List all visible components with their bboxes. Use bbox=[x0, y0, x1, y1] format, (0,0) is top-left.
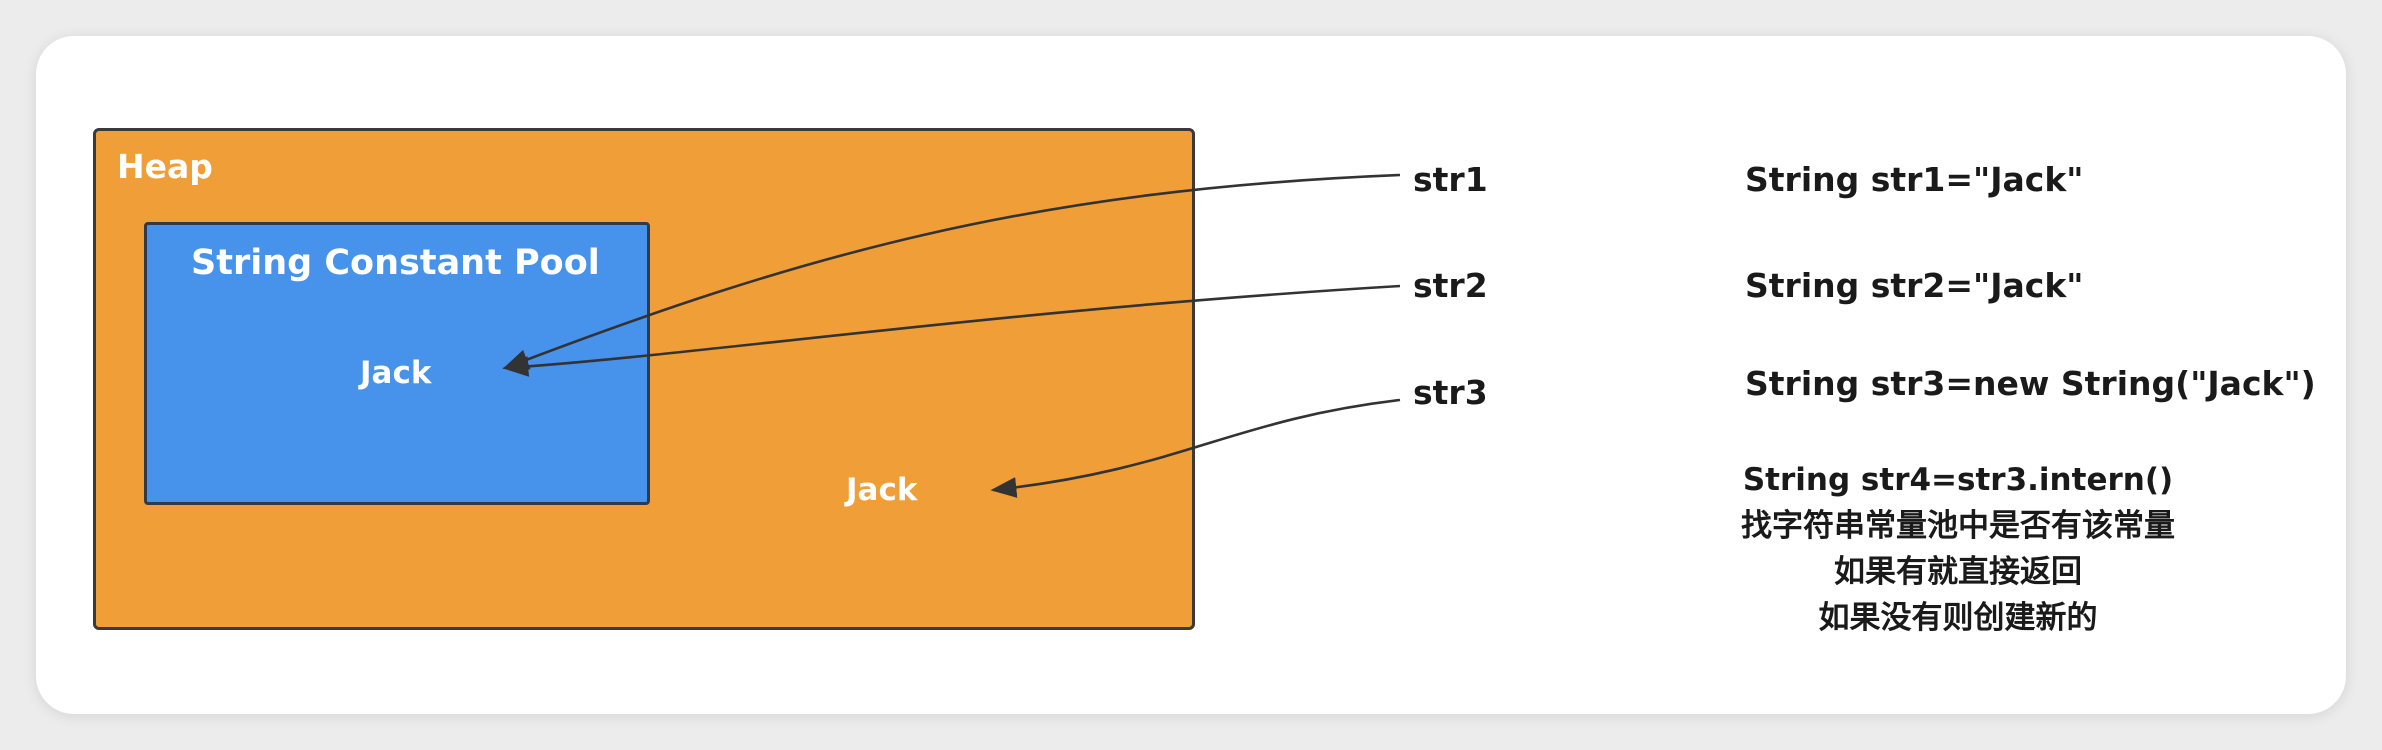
heap-label: Heap bbox=[117, 147, 213, 186]
code-line-str1: String str1="Jack" bbox=[1745, 160, 2084, 199]
str2-arrow bbox=[502, 284, 1401, 377]
str3-label: str3 bbox=[1413, 373, 1488, 412]
str3-arrow bbox=[990, 398, 1401, 498]
code-line-str3: String str3=new String("Jack") bbox=[1745, 364, 2316, 403]
code-line-str2: String str2="Jack" bbox=[1745, 266, 2084, 305]
intern-note-line: 如果有就直接返回 bbox=[1834, 554, 2082, 590]
heap-jack-value: Jack bbox=[846, 472, 918, 508]
str1-label: str1 bbox=[1413, 160, 1488, 199]
intern-note-line: 如果没有则创建新的 bbox=[1818, 600, 2098, 636]
intern-note: String str4=str3.intern() 找字符串常量池中是否有该常量… bbox=[1688, 457, 2228, 641]
pool-jack-value: Jack bbox=[360, 355, 432, 391]
intern-note-line: String str4=str3.intern() bbox=[1742, 462, 2174, 498]
str2-label: str2 bbox=[1413, 266, 1488, 305]
string-constant-pool-label: String Constant Pool bbox=[191, 243, 600, 283]
intern-note-line: 找字符串常量池中是否有该常量 bbox=[1741, 508, 2175, 544]
str1-arrow bbox=[502, 173, 1401, 370]
